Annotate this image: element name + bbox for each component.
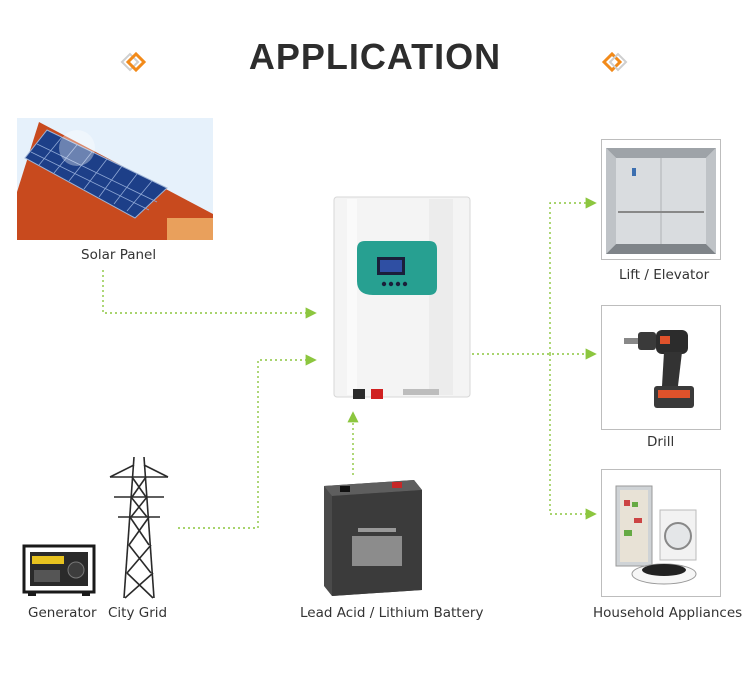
lift-connector xyxy=(549,197,597,354)
battery-image xyxy=(324,480,422,596)
lift-frame xyxy=(601,139,721,260)
generator-label: Generator xyxy=(28,605,97,621)
lift-label: Lift / Elevator xyxy=(619,267,710,283)
drill-frame xyxy=(601,305,721,430)
diamond-ornament-icon xyxy=(601,51,628,73)
grid-connector xyxy=(178,354,317,529)
appliances-connector xyxy=(549,354,597,520)
drill-image xyxy=(624,330,694,408)
elevator-image xyxy=(606,148,716,254)
page-title: APPLICATION xyxy=(248,36,502,77)
drill-label: Drill xyxy=(647,434,675,450)
solar-panel-label: Solar Panel xyxy=(81,247,157,263)
solar-connector xyxy=(102,270,317,319)
generator-image xyxy=(22,544,96,596)
power-pylon-image xyxy=(109,456,169,599)
solar-house-image xyxy=(17,118,213,240)
battery-label: Lead Acid / Lithium Battery xyxy=(300,605,484,621)
diamond-ornament-icon xyxy=(120,51,147,73)
appliances-label: Household Appliances xyxy=(593,605,743,621)
appliances-frame xyxy=(601,469,721,597)
inverter-image xyxy=(333,196,471,399)
city-grid-label: City Grid xyxy=(108,605,168,621)
appliances-image xyxy=(615,485,697,585)
